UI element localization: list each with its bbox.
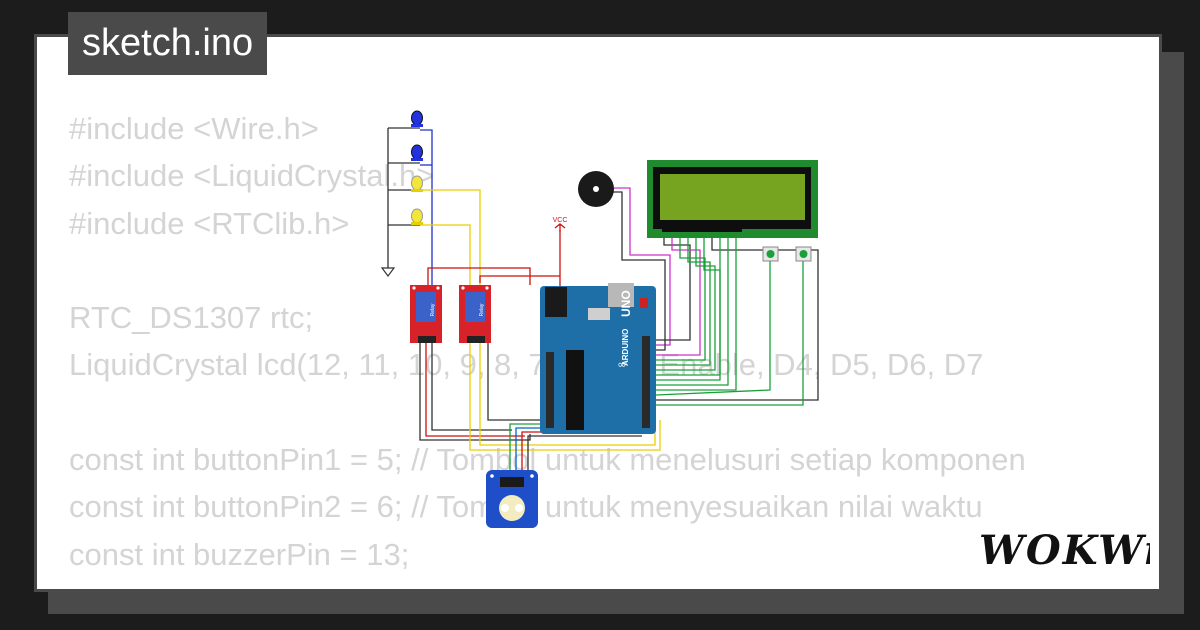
filename-tab: sketch.ino (68, 12, 268, 75)
infinity-icon: ∞ (617, 358, 626, 371)
led-blue-2 (411, 144, 423, 161)
code-line: #include <Wire.h> (69, 111, 319, 146)
rtc-module (486, 470, 538, 528)
vcc-label: VCC (553, 217, 568, 224)
vcc-symbol: VCC (553, 217, 568, 232)
relay-label: Relay (479, 303, 485, 316)
led-yellow-2 (411, 208, 423, 225)
relay-label: Relay (430, 303, 436, 316)
code-line: const int buzzerPin = 13; (69, 536, 410, 572)
relay-module-2: Relay (459, 285, 491, 343)
push-button-2 (795, 246, 812, 262)
arduino-brand: ARDUINO (621, 329, 630, 366)
arduino-uno-board: ARDUINO UNO ∞ (540, 283, 656, 434)
wokwi-logo: WOKWi (979, 527, 1150, 574)
arduino-model: UNO (619, 290, 633, 317)
code-line: const int buttonPin1 = 5; // Tombol untu… (69, 442, 1026, 478)
led-blue-1 (411, 110, 423, 127)
lcd-display (647, 160, 818, 238)
code-line: RTC_DS1307 rtc; (69, 300, 314, 336)
buzzer (578, 171, 614, 207)
wokwi-logo-text: WOKWi (979, 527, 1150, 574)
push-button-1 (762, 246, 779, 262)
code-line: #include <RTClib.h> (69, 205, 350, 241)
code-line: #include <LiquidCrystal.h> (69, 158, 435, 194)
led-yellow-1 (411, 175, 423, 192)
relay-module-1: Relay (410, 285, 442, 343)
ground-symbol (380, 267, 396, 277)
